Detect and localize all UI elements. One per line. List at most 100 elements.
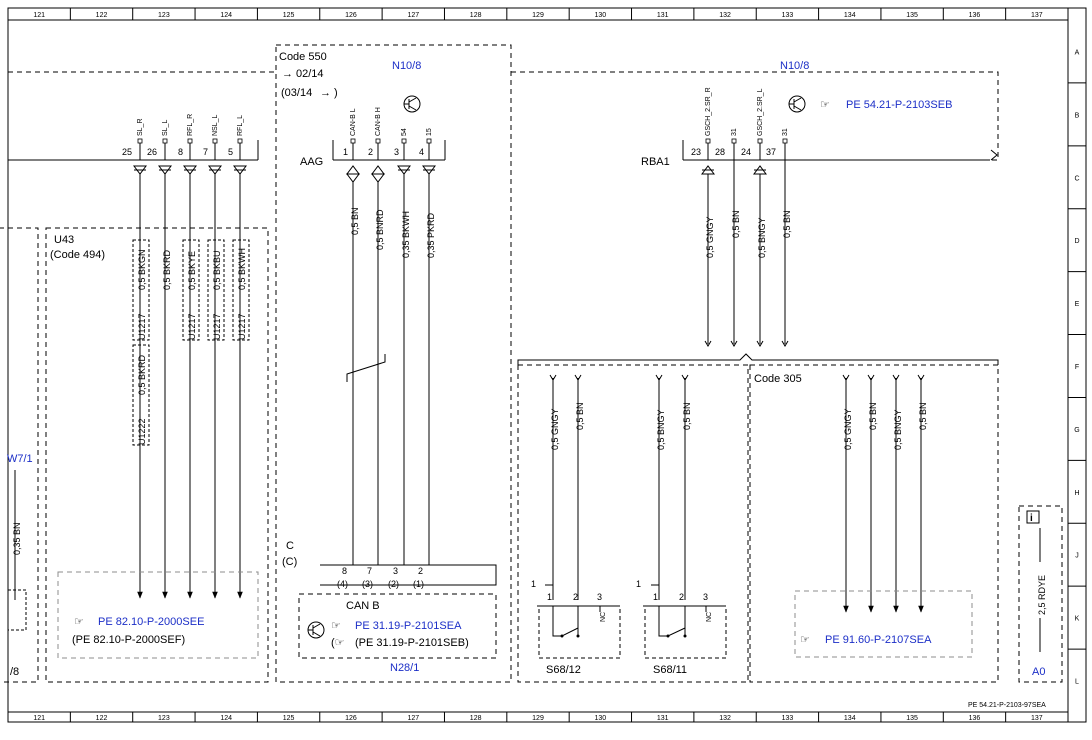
pin-signal-rfl-l: RFL_L xyxy=(237,115,244,136)
grid-row-label: D xyxy=(1074,238,1079,245)
ref-link-82-10-2000see[interactable]: PE 82.10-P-2000SEE xyxy=(98,616,204,628)
ref-hand-icon-3[interactable]: (☞ xyxy=(331,637,345,649)
n28-pin-3: 3 xyxy=(393,566,398,576)
grid-row-label: C xyxy=(1074,175,1079,182)
s68-12-wire-gngy: 0,5 GNGY xyxy=(550,408,560,450)
code-550-title: Code 550 xyxy=(279,51,327,63)
grid-column-label: 132 xyxy=(719,715,731,722)
ref-link-31-19-2101sea[interactable]: PE 31.19-P-2101SEA xyxy=(355,620,462,632)
grid-column-label: 129 xyxy=(532,12,544,19)
grid-column-label: 133 xyxy=(782,715,794,722)
u43-ref-box xyxy=(57,571,259,659)
rba1-wire-gngy: 0,5 GNGY xyxy=(705,216,715,258)
ref-hand-icon-5[interactable]: ☞ xyxy=(800,634,810,646)
grid-column-label: 133 xyxy=(782,12,794,19)
pin-signal-rfl-r: RFL_R xyxy=(187,114,194,136)
left-wire-label: 0,35 BN xyxy=(12,522,22,555)
grid-column-label: 136 xyxy=(969,12,981,19)
aag-signal-can-b-h: CAN-B H xyxy=(375,107,382,136)
rba1-wire-bn-2: 0,5 BN xyxy=(782,210,792,238)
grid-row-label: B xyxy=(1075,112,1080,119)
pin-signal-sl-r: SL_R xyxy=(137,118,144,136)
info-icon[interactable] xyxy=(1026,510,1040,524)
wire-label-bkrd: 0,5 BKRD xyxy=(162,249,172,290)
s68-12-label: S68/12 xyxy=(546,664,581,676)
pin-number-5: 5 xyxy=(228,147,233,157)
n28-1-boundary xyxy=(298,593,497,659)
s68-12-pin-3: 3 xyxy=(597,592,602,602)
grid-column-label: 137 xyxy=(1031,12,1043,19)
ref-link-91-60-2107sea[interactable]: PE 91.60-P-2107SEA xyxy=(825,634,932,646)
grid-column-label: 130 xyxy=(595,715,607,722)
a0-wire-label: 2,5 RDYE xyxy=(1037,575,1047,615)
rba1-pin-23: 23 xyxy=(691,147,701,157)
code-550-boundary xyxy=(275,44,512,683)
n28-1-pins: 8 7 3 2 (4) (3) (2) (1) xyxy=(337,566,424,589)
n28-pin-alt-2: (2) xyxy=(388,579,399,589)
n10-8-left-pins: SL_R 25 SL_L 26 RFL_R 8 NSL_L 7 RFL_L xyxy=(122,114,244,160)
s68-11-pin-3: 3 xyxy=(703,592,708,602)
n10-8-label-center[interactable]: N10/8 xyxy=(392,60,421,72)
left-label-8: /8 xyxy=(10,666,19,678)
grid-column-label: 127 xyxy=(407,715,419,722)
rba1-pin-24: 24 xyxy=(741,147,751,157)
u1217-splices xyxy=(132,239,250,446)
info-icon-glyph: i xyxy=(1030,513,1033,524)
code-305-wires xyxy=(842,374,925,613)
pin-number-8: 8 xyxy=(178,147,183,157)
grid-column-label: 121 xyxy=(33,12,45,19)
splice-label-u1217-b: U1217 xyxy=(187,313,197,340)
aag-pins: CAN-B L 1 CAN-B H 2 54 3 15 4 xyxy=(343,107,433,160)
grid-row-label: K xyxy=(1075,616,1080,623)
wire-label-bkgn: 0,5 BKGN xyxy=(137,249,147,290)
splice-label-u1217-c: U1217 xyxy=(212,313,222,340)
aag-wire-bkwh: 0,35 BKWH xyxy=(401,211,411,258)
wire-label-bkrd-2: 0,5 BKRD xyxy=(137,354,147,395)
wire-label-bkwh: 0,5 BKWH xyxy=(237,248,247,290)
s68-12-pin-1: 1 xyxy=(547,592,552,602)
n28-pin-alt-1: (1) xyxy=(413,579,424,589)
u43-code: (Code 494) xyxy=(50,249,105,261)
left-label-w7-1[interactable]: W7/1 xyxy=(7,453,33,465)
grid-row-label: E xyxy=(1075,301,1080,308)
n10-8-label-right[interactable]: N10/8 xyxy=(780,60,809,72)
splice-label-u1217-a: U1217 xyxy=(137,313,147,340)
s68-12-pin-1-label: 1 xyxy=(531,579,536,589)
grid-column-label: 125 xyxy=(283,12,295,19)
a0-boundary xyxy=(1018,505,1063,683)
grid-column-label: 130 xyxy=(595,12,607,19)
n10-8-left-wires xyxy=(133,165,247,599)
code-550-arrow-from: → xyxy=(282,68,293,80)
grid-column-label: 135 xyxy=(906,715,918,722)
left-partial-boundary xyxy=(0,227,39,683)
rba1-pins: GSCH_2.SR_R 23 31 28 GSCH_2.SR_L 24 31 3… xyxy=(691,87,789,160)
grid-column-label: 123 xyxy=(158,12,170,19)
ref-hand-icon-1[interactable]: ☞ xyxy=(74,616,84,628)
aag-wires xyxy=(346,165,436,565)
n28-1-connector-c: C xyxy=(286,540,294,552)
rba1-pin-37: 37 xyxy=(766,147,776,157)
s68-12-nc: NC xyxy=(600,612,607,622)
s68-wires xyxy=(545,374,689,600)
aag-pin-3: 3 xyxy=(394,147,399,157)
a0-label[interactable]: A0 xyxy=(1032,666,1045,678)
grid-row-label: F xyxy=(1075,364,1079,371)
n28-1-label[interactable]: N28/1 xyxy=(390,662,419,674)
aag-pin-1: 1 xyxy=(343,147,348,157)
ref-hand-icon-4[interactable]: ☞ xyxy=(820,99,830,111)
grid-row-label: H xyxy=(1074,490,1079,497)
u43-wire-labels: 0,5 BKGN 0,5 BKRD 0,5 BKYE 0,5 BKBU 0,5 … xyxy=(137,248,247,445)
ref-hand-icon-2[interactable]: ☞ xyxy=(331,620,341,632)
pin-signal-sl-l: SL_L xyxy=(162,120,169,136)
grid-column-label: 122 xyxy=(96,715,108,722)
ref-link-82-10-2000sef[interactable]: (PE 82.10-P-2000SEF) xyxy=(72,634,185,646)
grid-column-label: 135 xyxy=(906,12,918,19)
ref-link-31-19-2101seb[interactable]: (PE 31.19-P-2101SEB) xyxy=(355,637,469,649)
ref-link-54-21-2103seb[interactable]: PE 54.21-P-2103SEB xyxy=(846,99,952,111)
code-305-title: Code 305 xyxy=(754,373,802,385)
s68-11-label: S68/11 xyxy=(653,664,687,676)
grid-column-label: 132 xyxy=(719,12,731,19)
